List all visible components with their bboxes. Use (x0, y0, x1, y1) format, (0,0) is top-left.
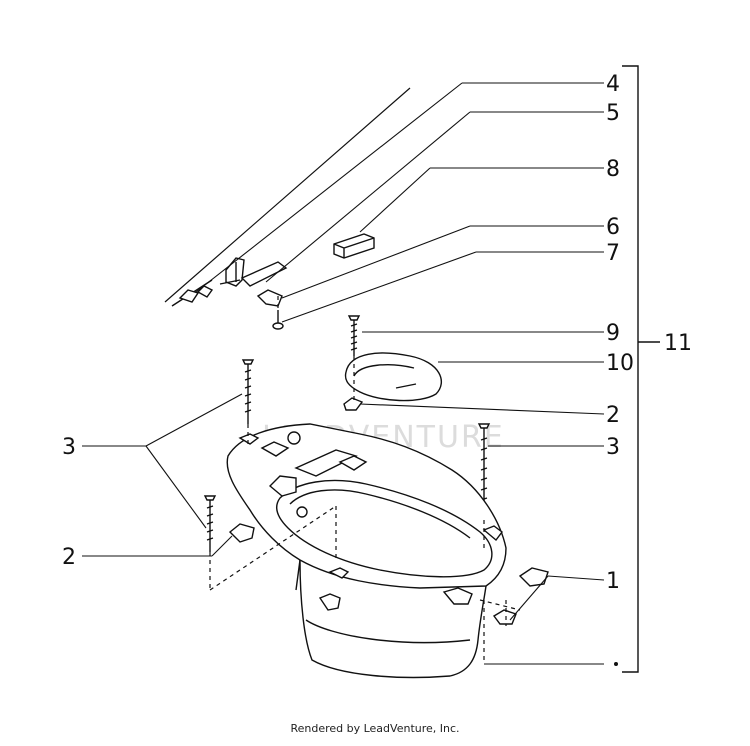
callout-11: 11 (664, 331, 692, 356)
callout-1: 1 (606, 569, 620, 594)
screw-small (272, 310, 284, 330)
group-bracket (622, 65, 639, 673)
callout-8: 8 (606, 157, 620, 182)
clip-part (256, 289, 283, 307)
screw-9 (347, 315, 361, 356)
callout-3-right: 3 (606, 435, 620, 460)
callout-2-right: 2 (606, 403, 620, 428)
callout-10: 10 (606, 351, 634, 376)
callout-7: 7 (606, 241, 620, 266)
callout-9: 9 (606, 321, 620, 346)
storage-compartment (226, 423, 507, 679)
washer-right (343, 397, 364, 411)
nut-1-b (492, 609, 517, 625)
callout-5: 5 (606, 101, 620, 126)
callout-4: 4 (606, 72, 620, 97)
callout-6: 6 (606, 215, 620, 240)
nut-left (228, 523, 255, 543)
seat-panel-edge (164, 87, 411, 307)
screw-3-left-top (241, 359, 255, 424)
seat-hinge (219, 257, 288, 287)
callout-2-left: 2 (62, 545, 76, 570)
credit-line: Rendered by LeadVenture, Inc. (290, 722, 460, 735)
callout-3-left: 3 (62, 435, 76, 460)
screw-3-left-bottom (203, 495, 217, 552)
cover-lid (344, 352, 442, 402)
nut-1-a (518, 567, 549, 587)
